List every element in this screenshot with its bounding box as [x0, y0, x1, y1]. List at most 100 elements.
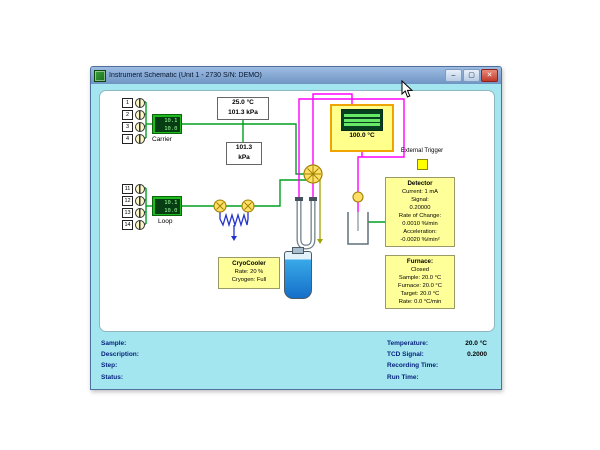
valve-number: 1 — [122, 97, 133, 108]
status-label: Temperature: — [387, 340, 429, 347]
external-trigger-label: External Trigger — [400, 148, 444, 154]
detector-line: Rate of Change: — [398, 213, 442, 219]
status-label: Step: — [101, 362, 118, 369]
carrier-mfc-display: 10.1 10.0 — [154, 116, 180, 132]
furnace-status-line: Furnace: 20.0 °C — [398, 283, 442, 289]
status-row-run-time: Run Time: — [387, 373, 487, 383]
schematic-panel: 1 2 3 4 10.1 — [99, 90, 495, 332]
status-label: Run Time: — [387, 374, 419, 381]
valve-icon — [135, 219, 145, 230]
detector-line: 0.20000 — [409, 205, 431, 211]
furnace-status-line: Target: 20.0 °C — [400, 291, 440, 297]
valve-number: 12 — [122, 195, 133, 206]
window-controls: – ▢ ✕ — [445, 69, 498, 82]
display-segment — [344, 118, 380, 122]
ambient-temperature: 25.0 °C — [232, 99, 254, 106]
loop-mfc[interactable]: 10.1 10.0 — [152, 196, 182, 216]
valve-icon — [135, 195, 145, 206]
status-label: Recording Time: — [387, 362, 439, 369]
ambient-pressure: 101.3 kPa — [228, 109, 258, 116]
mfc-flow-value: 10.1 — [164, 117, 178, 124]
exhaust-beaker — [347, 212, 369, 245]
status-row-sample: Sample: — [101, 339, 130, 349]
status-row-recording-time: Recording Time: — [387, 361, 487, 371]
valve-icon — [135, 183, 145, 194]
window-content: 1 2 3 4 10.1 — [91, 84, 501, 389]
display-segment — [344, 113, 380, 117]
furnace-assembly[interactable]: 100.0 °C — [330, 104, 394, 152]
valve-number: 3 — [122, 121, 133, 132]
valve-number: 13 — [122, 207, 133, 218]
detector-line: 0.0010 %/min — [402, 221, 438, 227]
loop-mfc-display: 10.1 10.0 — [154, 198, 180, 214]
rotary-selector-valve[interactable] — [303, 164, 323, 184]
mfc-flow-value: 10.1 — [164, 199, 178, 206]
detector-line: Acceleration: — [403, 229, 437, 235]
close-button[interactable]: ✕ — [481, 69, 498, 82]
status-row-tcd-signal: TCD Signal: 0.2000 — [387, 350, 487, 360]
app-icon — [94, 69, 106, 82]
carrier-valve-2[interactable]: 2 — [122, 109, 145, 120]
cryocooler-line: Rate: 20 % — [234, 269, 264, 275]
loop-valve-13[interactable]: 13 — [122, 207, 145, 218]
crossover-valve-right[interactable] — [241, 199, 255, 213]
detector-line: -0.0020 %/min² — [400, 237, 440, 243]
carrier-valve-4[interactable]: 4 — [122, 133, 145, 144]
detector-line: Signal: — [411, 197, 429, 203]
valve-icon — [135, 97, 145, 108]
dewar-cap — [292, 247, 304, 254]
title-bar[interactable]: Instrument Schematic (Unit 1 - 2730 S/N:… — [91, 67, 501, 85]
external-trigger-button[interactable] — [417, 159, 428, 170]
valve-number: 11 — [122, 183, 133, 194]
cryocooler-line: Cryogen: Full — [231, 277, 267, 283]
minimize-button[interactable]: – — [445, 69, 462, 82]
mouse-cursor — [401, 80, 414, 98]
valve-icon — [135, 109, 145, 120]
status-label: Status: — [101, 374, 124, 381]
valve-icon — [135, 207, 145, 218]
display-segment — [344, 123, 380, 127]
pressure-units: kPa — [238, 154, 250, 161]
furnace-status-line: Sample: 20.0 °C — [398, 275, 442, 281]
pressure-value: 101.3 — [235, 144, 253, 151]
mfc-setpoint-value: 10.0 — [164, 125, 178, 132]
carrier-valve-1[interactable]: 1 — [122, 97, 145, 108]
loop-valve-14[interactable]: 14 — [122, 219, 145, 230]
loop-valve-11[interactable]: 11 — [122, 183, 145, 194]
cryogen-dewar — [284, 247, 312, 299]
furnace-temperature: 100.0 °C — [349, 132, 375, 139]
valve-number: 4 — [122, 133, 133, 144]
detector-title: Detector — [407, 180, 433, 187]
pressure-readout: 101.3 kPa — [226, 142, 262, 165]
status-value: 0.2000 — [467, 351, 487, 358]
loop-valve-12[interactable]: 12 — [122, 195, 145, 206]
loop-label: Loop — [158, 218, 173, 225]
status-row-description: Description: — [101, 350, 143, 360]
furnace-status-title: Furnace: — [406, 258, 434, 265]
valve-number: 2 — [122, 109, 133, 120]
carrier-valve-3[interactable]: 3 — [122, 121, 145, 132]
furnace-status-line: Closed — [410, 267, 430, 273]
reference-valve[interactable] — [352, 191, 364, 203]
carrier-mfc[interactable]: 10.1 10.0 — [152, 114, 182, 134]
furnace-controller-display — [341, 109, 383, 131]
ambient-readout: 25.0 °C 101.3 kPa — [217, 97, 269, 120]
cryocooler-panel: CryoCooler Rate: 20 % Cryogen: Full — [218, 257, 280, 289]
carrier-label: Carrier — [152, 136, 172, 143]
status-row-temperature: Temperature: 20.0 °C — [387, 339, 487, 349]
maximize-button[interactable]: ▢ — [463, 69, 480, 82]
crossover-valve-left[interactable] — [213, 199, 227, 213]
status-label: Sample: — [101, 340, 127, 347]
detector-line: Current: 1 mA — [401, 189, 439, 195]
status-label: Description: — [101, 351, 139, 358]
status-row-step: Step: — [101, 361, 121, 371]
mfc-setpoint-value: 10.0 — [164, 207, 178, 214]
status-label: TCD Signal: — [387, 351, 424, 358]
tubing-vent — [317, 180, 359, 244]
valve-number: 14 — [122, 219, 133, 230]
valve-icon — [135, 133, 145, 144]
furnace-status-line: Rate: 0.0 °C/min — [398, 299, 442, 305]
valve-icon — [135, 121, 145, 132]
sample-tube — [295, 197, 317, 250]
